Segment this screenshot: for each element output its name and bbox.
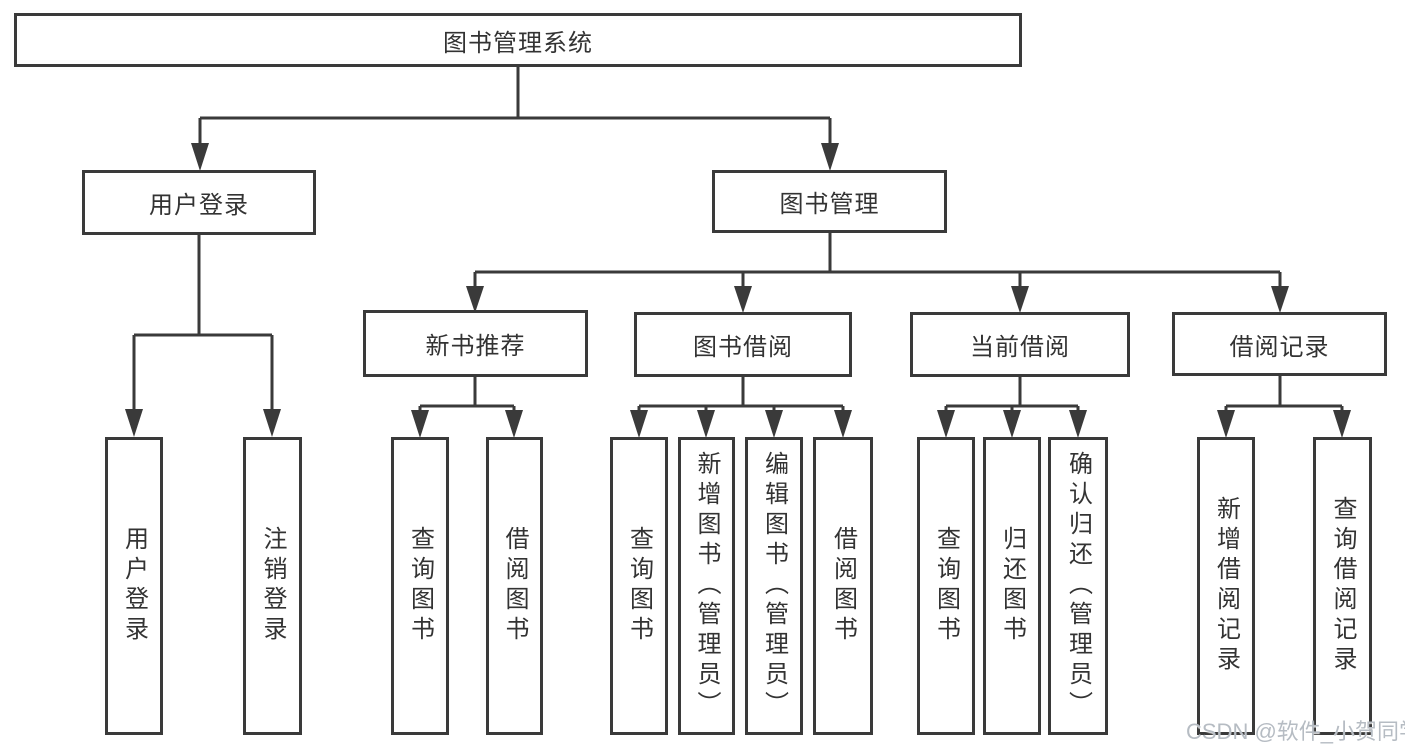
leaf-query-books-current: 查询图书 — [917, 437, 975, 735]
leaf-borrow-books-label: 借阅图书 — [829, 526, 857, 646]
leaf-confirm-return-admin: 确认归还（管理员） — [1048, 437, 1108, 735]
leaf-add-book-admin: 新增图书（管理员） — [678, 437, 735, 735]
leaf-confirm-return-admin-label: 确认归还（管理员） — [1064, 451, 1092, 721]
leaf-query-books-recommend-label: 查询图书 — [406, 526, 434, 646]
leaf-user-login-label: 用户登录 — [120, 526, 148, 646]
node-book-borrow-label: 图书借阅 — [693, 334, 793, 361]
connector-user-login-to-leaves — [125, 233, 281, 437]
leaf-return-books: 归还图书 — [983, 437, 1041, 735]
node-root: 图书管理系统 — [14, 13, 1022, 67]
node-new-book-recommend-label: 新书推荐 — [425, 333, 526, 360]
connector-new-book-to-leaves — [411, 375, 523, 438]
connector-current-borrow-to-leaves — [937, 375, 1087, 438]
node-borrow-records-label: 借阅记录 — [1229, 333, 1330, 361]
leaf-query-borrow-record-label: 查询借阅记录 — [1329, 496, 1356, 676]
leaf-borrow-books-recommend-label: 借阅图书 — [501, 526, 528, 646]
node-new-book-recommend: 新书推荐 — [363, 310, 588, 377]
leaf-borrow-books: 借阅图书 — [813, 437, 873, 735]
node-borrow-records: 借阅记录 — [1172, 312, 1387, 376]
leaf-add-borrow-record: 新增借阅记录 — [1197, 437, 1255, 735]
leaf-query-books-borrow-label: 查询图书 — [625, 526, 653, 646]
leaf-query-borrow-record: 查询借阅记录 — [1313, 437, 1372, 735]
leaf-logout-label: 注销登录 — [259, 526, 286, 646]
leaf-query-books-recommend: 查询图书 — [391, 437, 449, 735]
leaf-edit-book-admin-label: 编辑图书（管理员） — [760, 451, 788, 721]
leaf-edit-book-admin: 编辑图书（管理员） — [745, 437, 803, 735]
node-user-login-label: 用户登录 — [149, 192, 249, 219]
leaf-return-books-label: 归还图书 — [998, 526, 1026, 646]
leaf-add-borrow-record-label: 新增借阅记录 — [1212, 496, 1240, 676]
leaf-user-login: 用户登录 — [105, 437, 163, 735]
node-book-management-label: 图书管理 — [779, 191, 880, 218]
csdn-watermark: CSDN @软件_小贺同学 — [1186, 719, 1405, 744]
leaf-query-books-current-label: 查询图书 — [932, 526, 960, 646]
node-current-borrow-label: 当前借阅 — [970, 334, 1070, 361]
node-book-borrow: 图书借阅 — [634, 312, 852, 377]
leaf-add-book-admin-label: 新增图书（管理员） — [693, 451, 720, 721]
connector-book-borrow-to-leaves — [630, 375, 852, 438]
connector-borrow-records-to-leaves — [1217, 375, 1351, 438]
connector-book-management-to-level3 — [466, 231, 1289, 313]
leaf-query-books-borrow: 查询图书 — [610, 437, 668, 735]
node-book-management: 图书管理 — [712, 170, 947, 233]
node-root-label: 图书管理系统 — [443, 29, 593, 57]
connector-root-to-level2 — [191, 65, 839, 171]
node-current-borrow: 当前借阅 — [910, 312, 1130, 377]
leaf-borrow-books-recommend: 借阅图书 — [486, 437, 543, 735]
node-user-login: 用户登录 — [82, 170, 316, 235]
leaf-logout: 注销登录 — [243, 437, 302, 735]
